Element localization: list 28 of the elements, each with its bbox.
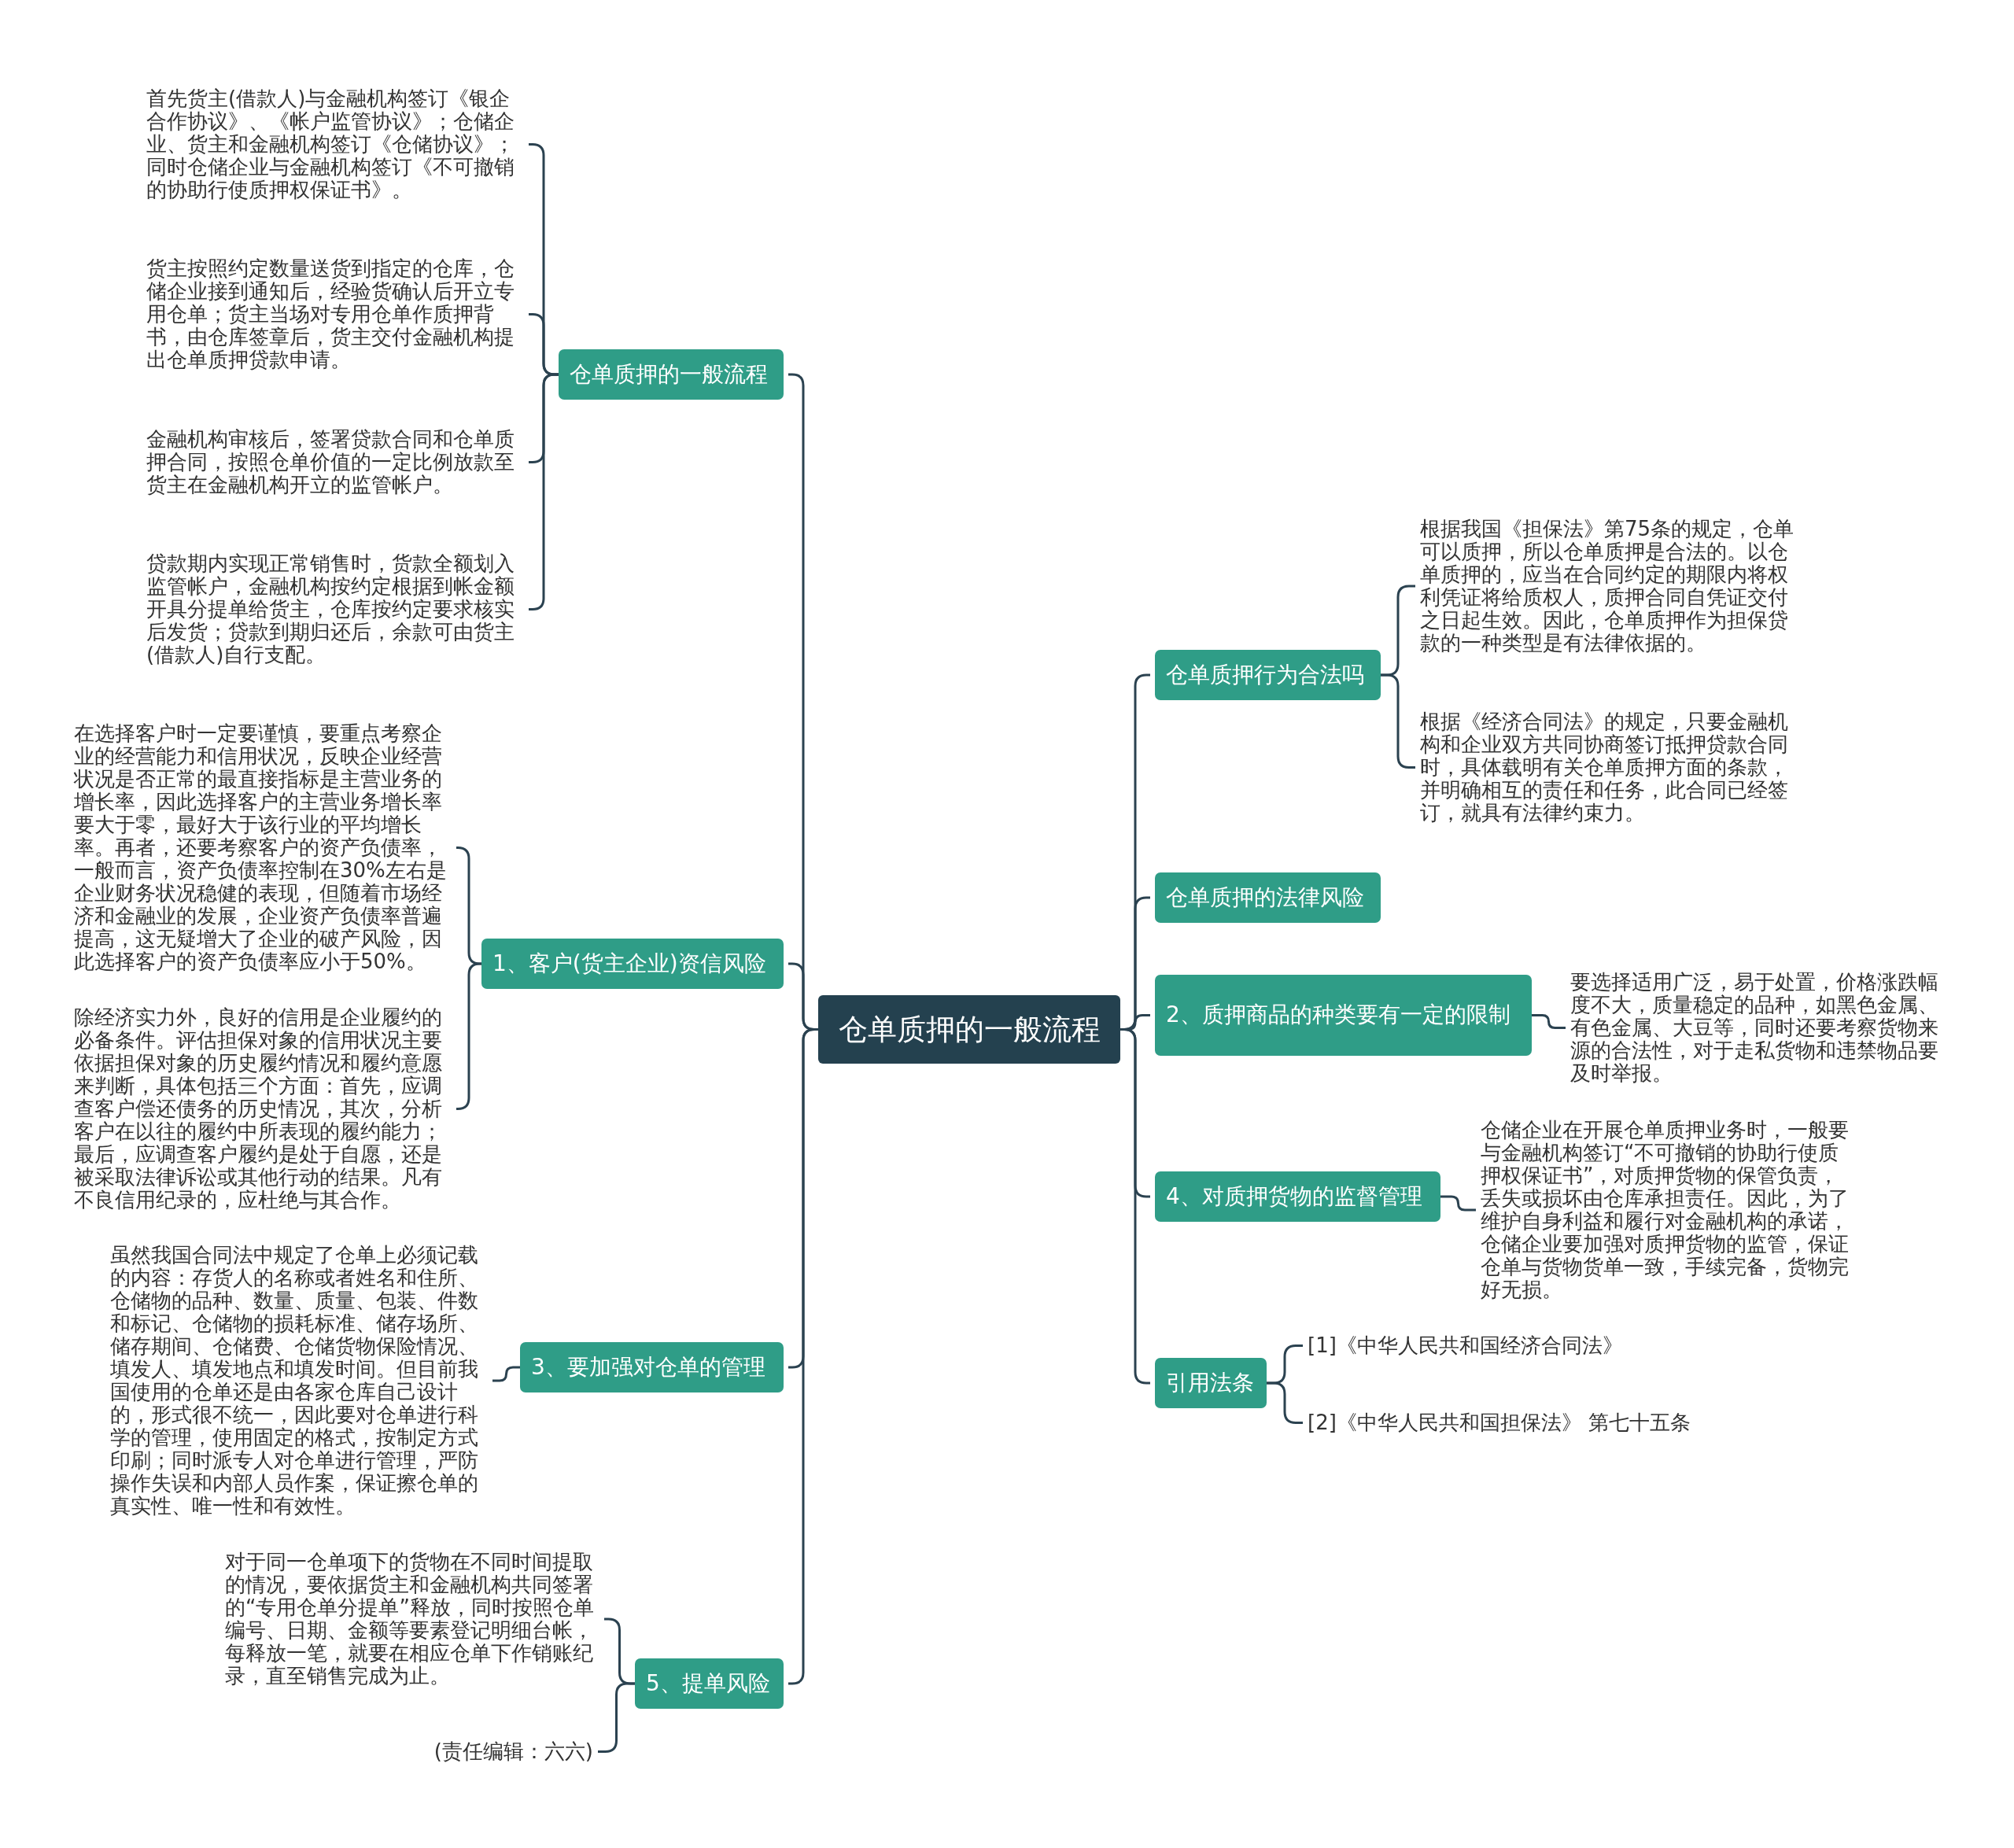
- topic-box: 1、客户(货主企业)资信风险: [481, 939, 784, 989]
- note-text: [2]《中华人民共和国担保法》 第七十五条: [1308, 1411, 1748, 1434]
- note-text: 货主按照约定数量送货到指定的仓库，仓储企业接到通知后，经验货确认后开立专用仓单；货主当场对专用仓单作质押背书，由仓库签章后，货主交付金融机构提出仓单质押贷款申请。: [146, 257, 524, 371]
- note-text: 在选择客户时一定要谨慎，要重点考察企业的经营能力和信用状况，反映企业经营状况是否正常的最直接指标是主营业务的增长率，因此选择客户的主营业务增长率要大于零，最好大于该行业的平均增长率。再者，还要考察客户的资产负债率，一般而言，资产负债率控制在30%左右是企业财务状况稳健的表现，但随着市场经济和金融业的发展，企业资产负债率普遍提高，这无疑增大了企业的破产风险，因此选择客户的资产负债率应小于50%。: [74, 722, 452, 973]
- note-text: [1]《中华人民共和国经济合同法》: [1308, 1334, 1748, 1357]
- note-text: 对于同一仓单项下的货物在不同时间提取的情况，要依据货主和金融机构共同签署的“专用仓单分提单”释放，同时按照仓单编号、日期、金额等要素登记明细台帐，每释放一笔，就要在相应仓单下作销账纪录，直至销售完成为止。: [225, 1551, 599, 1688]
- note-text: 除经济实力外，良好的信用是企业履约的必备条件。评估担保对象的信用状况主要依据担保对象的历史履约情况和履约意愿来判断，具体包括三个方面：首先，应调查客户偿还债务的历史情况，其次，分析客户在以往的履约中所表现的履约能力；最后，应调查客户履约是处于自愿，还是被采取法律诉讼或其他行动的结果。凡有不良信用纪录的，应杜绝与其合作。: [74, 1006, 452, 1212]
- connector-line: [1532, 1014, 1566, 1029]
- connector-line: [492, 1366, 520, 1382]
- note-text: 仓储企业在开展仓单质押业务时，一般要与金融机构签订“不可撤销的协助行使质押权保证书”，对质押货物的保管负责，丢失或损坏由仓库承担责任。因此，为了维护自身利益和履行对金融机构的承诺，仓储企业要加强对质押货物的监管，保证仓单与货物货单一致，手续完备，货物完好无损。: [1481, 1119, 1858, 1301]
- note-text: 要选择适用广泛，易于处置，价格涨跌幅度不大，质量稳定的品种，如黑色金属、有色金属、大豆等，同时还要考察货物来源的合法性，对于走私货物和违禁物品要及时举报。: [1570, 971, 1948, 1085]
- central-topic: 仓单质押的一般流程: [818, 995, 1120, 1064]
- topic-box: 4、对质押货物的监督管理: [1155, 1171, 1440, 1222]
- topic-box: 5、提单风险: [635, 1658, 784, 1709]
- topic-box: 2、质押商品的种类要有一定的限制: [1155, 975, 1532, 1056]
- note-text: 根据《经济合同法》的规定，只要金融机构和企业双方共同协商签订抵押贷款合同时，具体载明有关仓单质押方面的条款，并明确相互的责任和任务，此合同已经签订，就具有法律约束力。: [1420, 710, 1798, 824]
- connector-line: [1440, 1195, 1476, 1212]
- note-text: 贷款期内实现正常销售时，货款全额划入监管帐户，金融机构按约定根据到帐金额开具分提单给货主，仓库按约定要求核实后发货；贷款到期归还后，余款可由货主(借款人)自行支配。: [146, 552, 524, 666]
- topic-box: 仓单质押的一般流程: [559, 349, 784, 400]
- note-text: (责任编辑：六六): [373, 1740, 593, 1763]
- topic-box: 仓单质押的法律风险: [1155, 872, 1381, 923]
- note-text: 金融机构审核后，签署贷款合同和仓单质押合同，按照仓单价值的一定比例放款至货主在金融机构开立的监管帐户。: [146, 428, 524, 496]
- note-text: 根据我国《担保法》第75条的规定，仓单可以质押，所以仓单质押是合法的。以仓单质押的，应当在合同约定的期限内将权利凭证将给质权人，质押合同自凭证交付之日起生效。因此，仓单质押作为担保贷款的一种类型是有法律依据的。: [1420, 518, 1798, 655]
- topic-box: 引用法条: [1155, 1358, 1267, 1408]
- topic-box: 仓单质押行为合法吗: [1155, 650, 1381, 700]
- note-text: 虽然我国合同法中规定了仓单上必须记载的内容：存货人的名称或者姓名和住所、仓储物的品种、数量、质量、包装、件数和标记、仓储物的损耗标准、储存场所、储存期间、仓储费、仓储货物保险情况、填发人、填发地点和填发时间。但目前我国使用的仓单还是由各家仓库自己设计的，形式很不统一，因此要对仓单进行科学的管理，使用固定的格式，按制定方式印刷；同时派专人对仓单进行管理，严防操作失误和内部人员作案，保证擦仓单的真实性、唯一性和有效性。: [110, 1244, 488, 1518]
- topic-box: 3、要加强对仓单的管理: [520, 1342, 784, 1392]
- note-text: 首先货主(借款人)与金融机构签订《银企合作协议》、《帐户监管协议》；仓储企业、货主和金融机构签订《仓储协议》；同时仓储企业与金融机构签订《不可撤销的协助行使质押权保证书》。: [146, 87, 524, 201]
